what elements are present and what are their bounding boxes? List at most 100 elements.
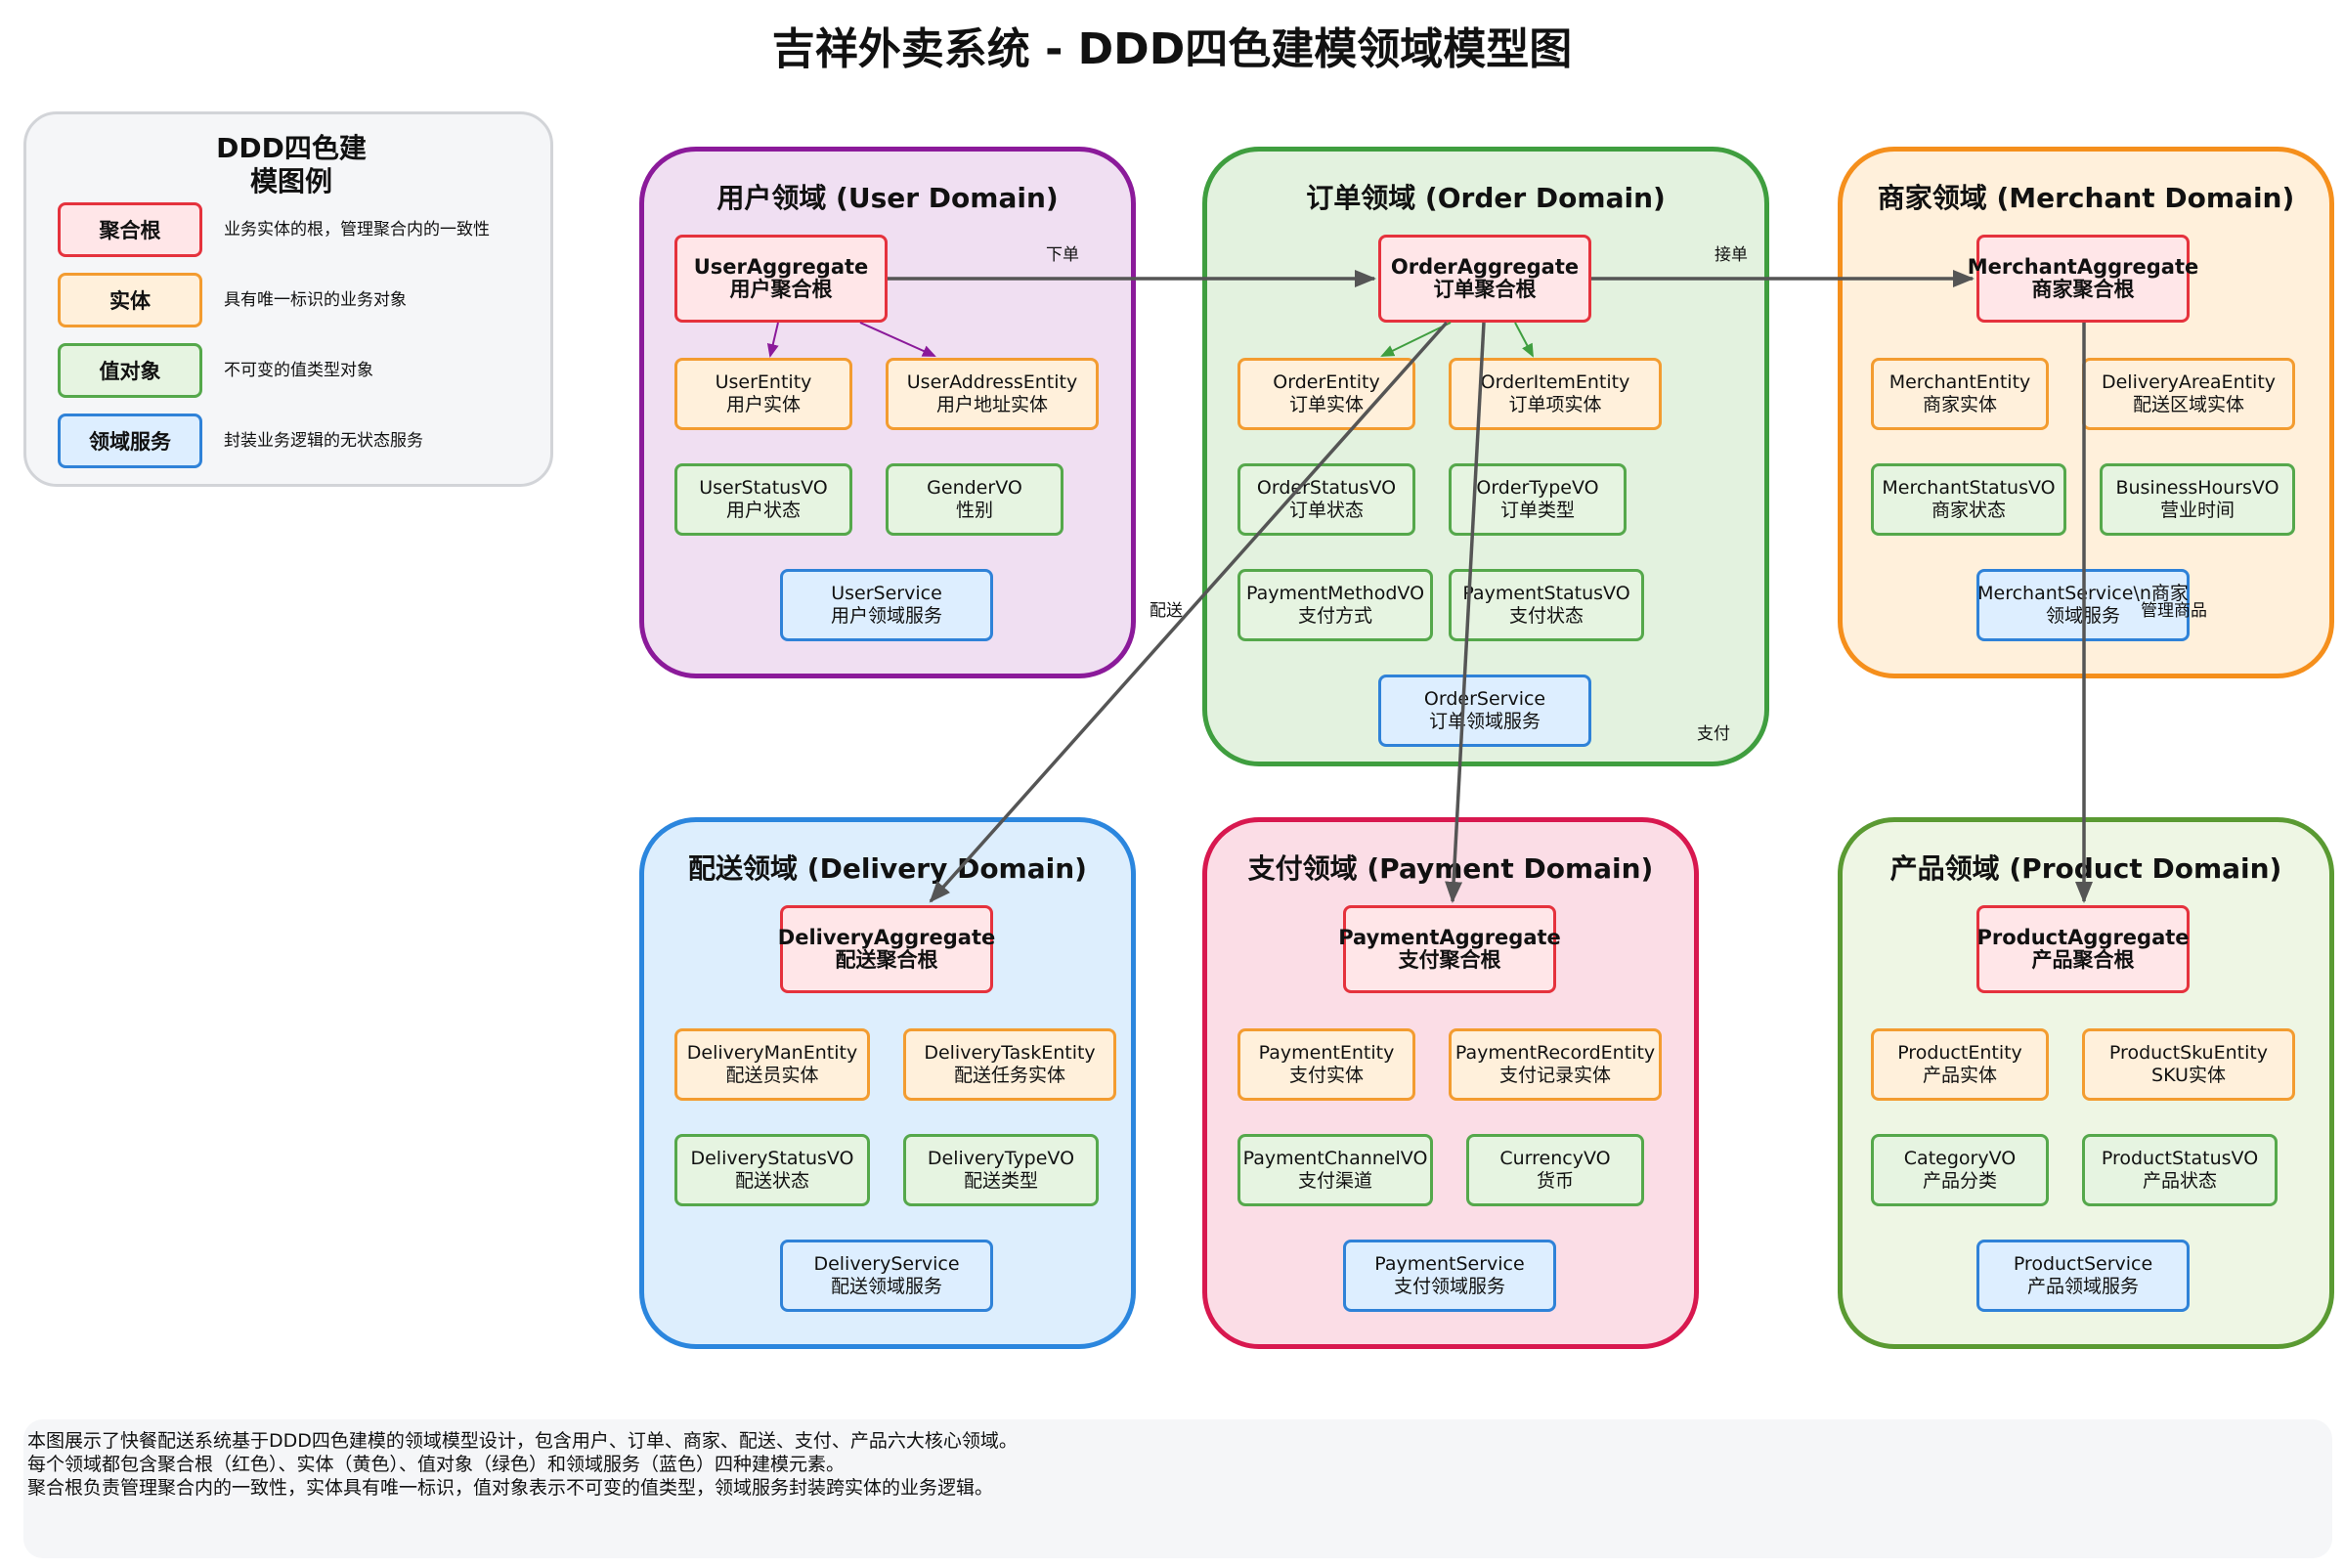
business-hours-vo-sub: 营业时间	[2159, 500, 2235, 521]
user-aggregate-sub: 用户聚合根	[729, 278, 833, 301]
delivery-aggregate-sub: 配送聚合根	[835, 948, 938, 972]
pay-label: 支付	[1697, 724, 1730, 744]
legend-panel: DDD四色建 模图例 聚合根 业务实体的根，管理聚合内的一致性 实体 具有唯一标…	[23, 111, 553, 487]
user-entity[interactable]: UserEntity 用户实体	[674, 358, 852, 430]
merchant-status-vo-name: MerchantStatusVO	[1882, 477, 2056, 499]
user-status-vo-name: UserStatusVO	[699, 477, 828, 499]
deliver-label: 配送	[1150, 601, 1183, 621]
delivery-type-vo-name: DeliveryTypeVO	[927, 1148, 1075, 1169]
category-vo-sub: 产品分类	[1922, 1170, 1997, 1192]
delivery-area-entity-sub: 配送区域实体	[2132, 394, 2244, 415]
business-hours-vo[interactable]: BusinessHoursVO 营业时间	[2100, 463, 2295, 536]
merchant-aggregate[interactable]: MerchantAggregate 商家聚合根	[1968, 235, 2198, 323]
gender-vo-name: GenderVO	[927, 477, 1022, 499]
category-vo[interactable]: CategoryVO 产品分类	[1871, 1134, 2049, 1206]
user-entity-sub: 用户实体	[725, 394, 801, 415]
delivery-area-entity[interactable]: DeliveryAreaEntity 配送区域实体	[2082, 358, 2295, 430]
product-status-vo-name: ProductStatusVO	[2101, 1148, 2259, 1169]
payment-channel-vo[interactable]: PaymentChannelVO 支付渠道	[1237, 1134, 1433, 1206]
user-status-vo-sub: 用户状态	[725, 500, 801, 521]
order-status-vo-name: OrderStatusVO	[1256, 477, 1397, 499]
order-type-vo-sub: 订单类型	[1499, 500, 1575, 521]
merchant-status-vo-sub: 商家状态	[1931, 500, 2006, 521]
payment-service-name: PaymentService	[1374, 1253, 1525, 1275]
delivery-man-entity[interactable]: DeliveryManEntity 配送员实体	[674, 1028, 870, 1101]
delivery-status-vo[interactable]: DeliveryStatusVO 配送状态	[674, 1134, 870, 1206]
order-status-vo-sub: 订单状态	[1288, 500, 1364, 521]
product-aggregate-sub: 产品聚合根	[2031, 948, 2135, 972]
payment-service[interactable]: PaymentService 支付领域服务	[1343, 1240, 1556, 1312]
delivery-status-vo-sub: 配送状态	[734, 1170, 809, 1192]
user-domain-title: 用户领域 (User Domain)	[716, 182, 1059, 214]
legend-title: DDD四色建 模图例	[216, 132, 367, 197]
delivery-task-entity-name: DeliveryTaskEntity	[924, 1042, 1096, 1064]
payment-entity[interactable]: PaymentEntity 支付实体	[1237, 1028, 1415, 1101]
page-title: 吉祥外卖系统 - DDD四色建模领域模型图	[771, 24, 1573, 74]
manage-products-label: 管理商品	[2141, 601, 2207, 621]
product-entity-sub: 产品实体	[1922, 1065, 1997, 1086]
category-vo-name: CategoryVO	[1903, 1148, 2017, 1169]
user-service-name: UserService	[831, 583, 942, 604]
order-domain-title: 订单领域 (Order Domain)	[1306, 182, 1666, 214]
payment-method-vo-sub: 支付方式	[1297, 605, 1372, 627]
delivery-task-entity[interactable]: DeliveryTaskEntity 配送任务实体	[903, 1028, 1116, 1101]
merchant-entity[interactable]: MerchantEntity 商家实体	[1871, 358, 2049, 430]
legend-swatch-entity: 实体	[58, 273, 202, 327]
order-type-vo[interactable]: OrderTypeVO 订单类型	[1449, 463, 1627, 536]
payment-status-vo-sub: 支付状态	[1508, 605, 1584, 627]
product-aggregate[interactable]: ProductAggregate 产品聚合根	[1976, 905, 2190, 993]
place-order-label: 下单	[1046, 245, 1079, 265]
delivery-aggregate[interactable]: DeliveryAggregate 配送聚合根	[778, 905, 995, 993]
user-address-entity-sub: 用户地址实体	[935, 394, 1048, 415]
product-service-name: ProductService	[2013, 1253, 2153, 1275]
order-aggregate-sub: 订单聚合根	[1433, 278, 1537, 301]
payment-status-vo[interactable]: PaymentStatusVO 支付状态	[1449, 569, 1644, 641]
legend-swatch-value-object: 值对象	[58, 343, 202, 398]
payment-record-entity[interactable]: PaymentRecordEntity 支付记录实体	[1449, 1028, 1662, 1101]
product-sku-entity-name: ProductSkuEntity	[2108, 1042, 2269, 1064]
order-status-vo[interactable]: OrderStatusVO 订单状态	[1237, 463, 1415, 536]
order-service-name: OrderService	[1423, 688, 1546, 710]
delivery-service-sub: 配送领域服务	[830, 1276, 942, 1297]
user-aggregate[interactable]: UserAggregate 用户聚合根	[674, 235, 888, 323]
delivery-type-vo-sub: 配送类型	[963, 1170, 1038, 1192]
product-status-vo-sub: 产品状态	[2142, 1170, 2217, 1192]
business-hours-vo-name: BusinessHoursVO	[2115, 477, 2279, 499]
payment-channel-vo-sub: 支付渠道	[1297, 1170, 1372, 1192]
product-status-vo[interactable]: ProductStatusVO 产品状态	[2082, 1134, 2278, 1206]
delivery-service[interactable]: DeliveryService 配送领域服务	[780, 1240, 993, 1312]
note-line-2: 每个领域都包含聚合根（红色）、实体（黄色）、值对象（绿色）和领域服务（蓝色）四种…	[27, 1454, 846, 1475]
currency-vo-sub: 货币	[1536, 1170, 1574, 1192]
product-aggregate-name: ProductAggregate	[1976, 926, 2190, 949]
order-item-entity[interactable]: OrderItemEntity 订单项实体	[1449, 358, 1662, 430]
product-entity[interactable]: ProductEntity 产品实体	[1871, 1028, 2049, 1101]
user-service[interactable]: UserService 用户领域服务	[780, 569, 993, 641]
payment-aggregate[interactable]: PaymentAggregate 支付聚合根	[1338, 905, 1561, 993]
order-entity[interactable]: OrderEntity 订单实体	[1237, 358, 1415, 430]
order-entity-name: OrderEntity	[1273, 371, 1380, 393]
user-aggregate-name: UserAggregate	[693, 255, 869, 279]
gender-vo[interactable]: GenderVO 性别	[886, 463, 1063, 536]
product-domain-title: 产品领域 (Product Domain)	[1889, 852, 2282, 885]
note-line-3: 聚合根负责管理聚合内的一致性，实体具有唯一标识，值对象表示不可变的值类型，领域服…	[27, 1477, 994, 1499]
description-note: 本图展示了快餐配送系统基于DDD四色建模的领域模型设计，包含用户、订单、商家、配…	[23, 1419, 2332, 1558]
order-service[interactable]: OrderService 订单领域服务	[1378, 675, 1591, 747]
merchant-entity-sub: 商家实体	[1922, 394, 1997, 415]
payment-service-sub: 支付领域服务	[1393, 1276, 1505, 1297]
payment-method-vo[interactable]: PaymentMethodVO 支付方式	[1237, 569, 1433, 641]
merchant-status-vo[interactable]: MerchantStatusVO 商家状态	[1871, 463, 2066, 536]
delivery-area-entity-name: DeliveryAreaEntity	[2101, 371, 2277, 393]
order-entity-sub: 订单实体	[1288, 394, 1364, 415]
user-status-vo[interactable]: UserStatusVO 用户状态	[674, 463, 852, 536]
delivery-status-vo-name: DeliveryStatusVO	[690, 1148, 854, 1169]
order-aggregate[interactable]: OrderAggregate 订单聚合根	[1378, 235, 1591, 323]
currency-vo[interactable]: CurrencyVO 货币	[1466, 1134, 1644, 1206]
product-sku-entity-sub: SKU实体	[2151, 1065, 2226, 1086]
payment-channel-vo-name: PaymentChannelVO	[1242, 1148, 1428, 1169]
delivery-man-entity-name: DeliveryManEntity	[686, 1042, 858, 1064]
delivery-service-name: DeliveryService	[813, 1253, 960, 1275]
delivery-type-vo[interactable]: DeliveryTypeVO 配送类型	[903, 1134, 1099, 1206]
product-sku-entity[interactable]: ProductSkuEntity SKU实体	[2082, 1028, 2295, 1101]
user-address-entity[interactable]: UserAddressEntity 用户地址实体	[886, 358, 1099, 430]
product-service[interactable]: ProductService 产品领域服务	[1976, 1240, 2190, 1312]
